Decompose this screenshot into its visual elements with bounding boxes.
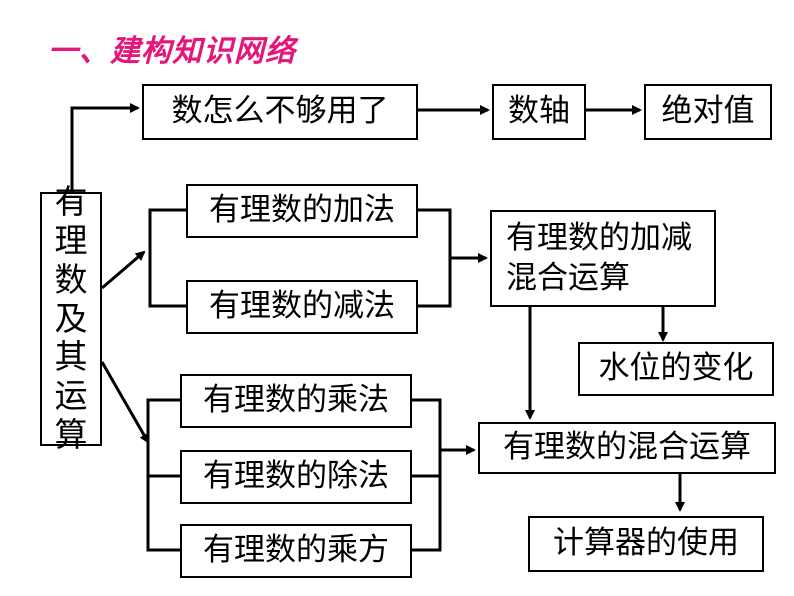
node-multiplication: 有理数的乘法 (180, 374, 412, 428)
node-multiplication-label: 有理数的乘法 (203, 382, 389, 419)
node-subtraction: 有理数的减法 (186, 280, 418, 334)
node-add-sub-mixed: 有理数的加减混合运算 (490, 210, 716, 307)
node-addition: 有理数的加法 (186, 184, 418, 238)
node-mixed-ops-label: 有理数的混合运算 (503, 429, 751, 466)
arrow-root-to-muldiv (100, 361, 150, 444)
node-calculator-label: 计算器的使用 (553, 525, 739, 562)
node-water-level-label: 水位的变化 (598, 350, 754, 387)
node-root: 有理数及其运算 (40, 182, 102, 454)
bracket-addsub-right (418, 208, 452, 308)
node-division-label: 有理数的除法 (203, 458, 389, 495)
node-division: 有理数的除法 (180, 450, 412, 504)
arrow-root-to-insufficient (70, 103, 140, 192)
node-power: 有理数的乘方 (180, 524, 412, 578)
node-insufficient-label: 数怎么不够用了 (171, 93, 389, 130)
node-subtraction-label: 有理数的减法 (209, 288, 395, 325)
node-number-line-label: 数轴 (508, 93, 570, 130)
page-title: 一、建构知识网络 (48, 34, 296, 69)
node-insufficient: 数怎么不够用了 (142, 84, 418, 140)
arrow-root-to-addsub (101, 250, 146, 290)
node-number-line: 数轴 (492, 84, 586, 140)
node-absolute-value-label: 绝对值 (661, 93, 755, 130)
node-power-label: 有理数的乘方 (203, 532, 389, 569)
node-calculator: 计算器的使用 (528, 516, 764, 572)
node-add-sub-mixed-label: 有理数的加减混合运算 (506, 220, 692, 297)
node-water-level: 水位的变化 (578, 342, 774, 396)
node-addition-label: 有理数的加法 (209, 192, 395, 229)
node-mixed-ops: 有理数的混合运算 (478, 422, 776, 474)
node-absolute-value: 绝对值 (644, 84, 772, 140)
bracket-addsub-left (148, 208, 186, 308)
node-root-label: 有理数及其运算 (54, 181, 88, 455)
